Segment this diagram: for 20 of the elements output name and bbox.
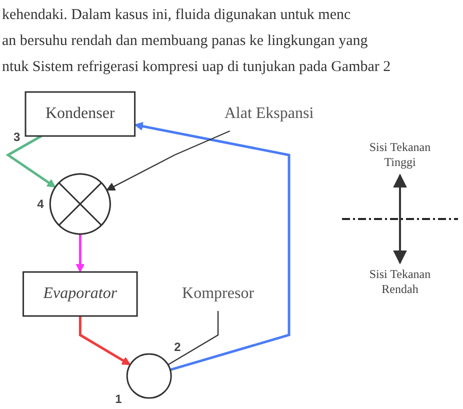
node-box: Kondenser: [24, 91, 136, 137]
paragraph-text: an bersuhu rendah dan membuang panas ke lingkungan yang: [2, 32, 368, 51]
state-point-number: 1: [115, 392, 122, 406]
arrow: [134, 122, 290, 371]
arrow: [6, 134, 56, 188]
connector: [168, 311, 219, 366]
pressure-side-label: Sisi Tekanan Rendah: [368, 267, 432, 297]
pressure-side-label: Sisi Tekanan Tinggi: [368, 140, 432, 170]
node-text: Alat Ekspansi: [224, 105, 314, 122]
paragraph-text: kehendaki. Dalam kasus ini, fluida digunakan untuk menc: [2, 6, 351, 25]
arrow: [78, 316, 131, 366]
arrow: [76, 234, 85, 272]
arrow: [106, 130, 230, 191]
node-circle: [126, 353, 172, 399]
node-text: Kompresor: [182, 285, 254, 302]
state-point-number: 2: [174, 340, 181, 354]
paragraph-text: ntuk Sistem refrigerasi kompresi uap di tunjukan pada Gambar 2: [2, 58, 391, 77]
state-point-number: 3: [14, 130, 20, 144]
state-point-number: 4: [37, 197, 44, 211]
node-box: Evaporator: [22, 271, 138, 317]
